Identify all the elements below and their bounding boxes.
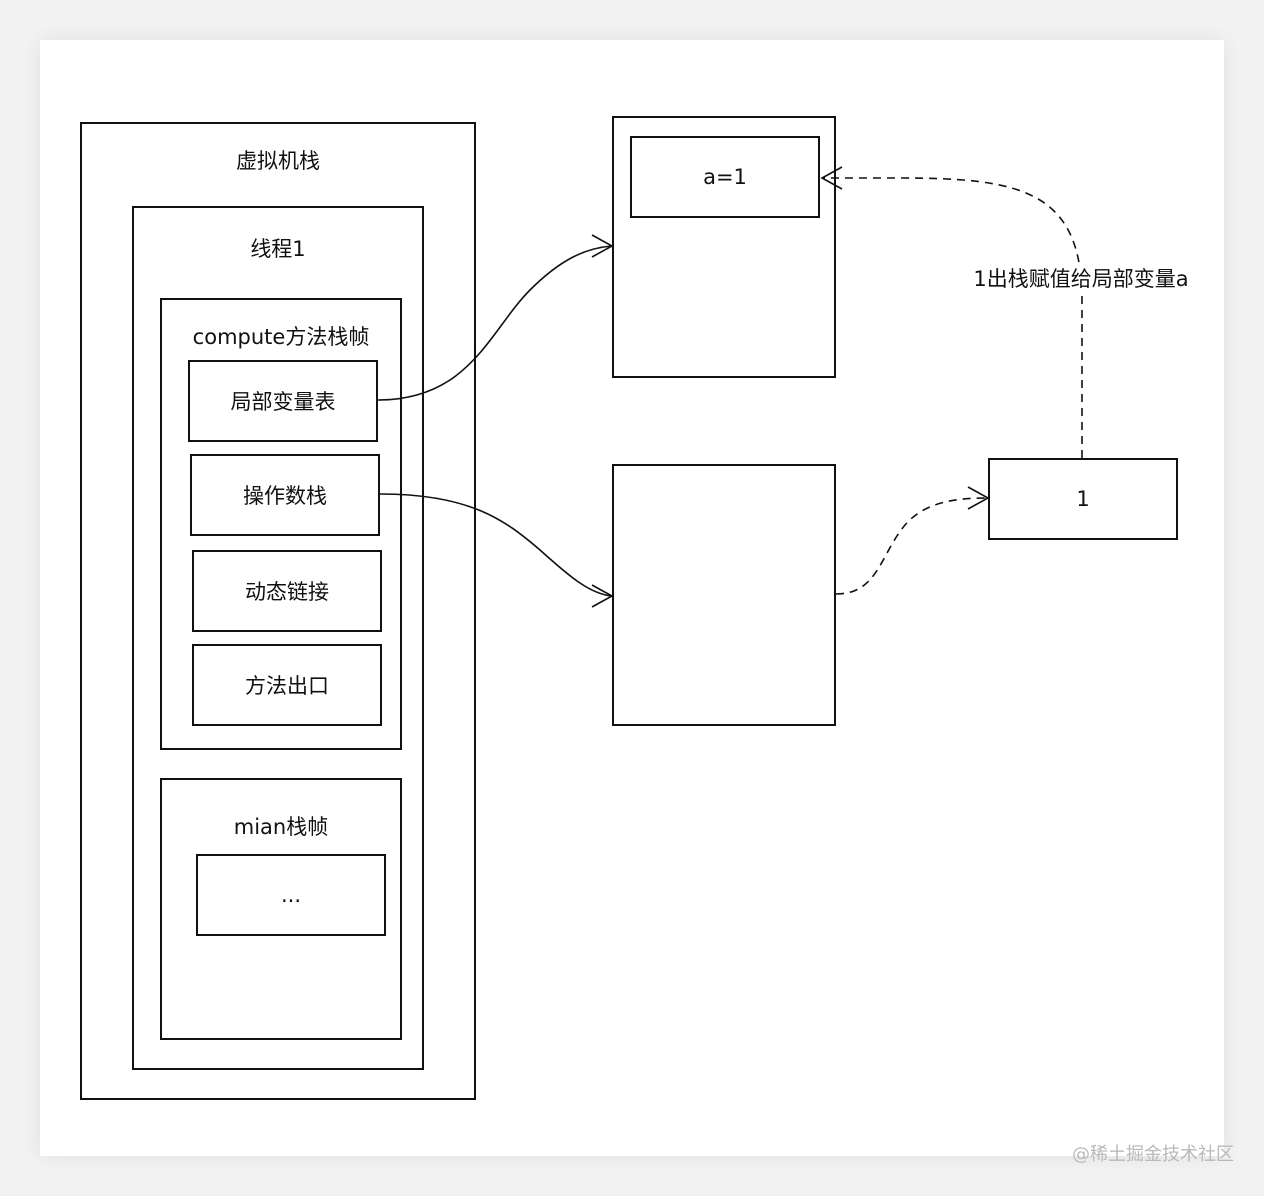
compute-frame-label: compute方法栈帧 xyxy=(192,325,370,349)
local-variable-a-value: a=1 xyxy=(703,165,747,189)
local-variable-table-box: 局部变量表 xyxy=(188,360,378,442)
method-exit-label: 方法出口 xyxy=(245,674,329,698)
thread-label: 线程1 xyxy=(250,237,306,261)
thread-box xyxy=(132,206,424,1070)
local-variable-table-label: 局部变量表 xyxy=(230,390,336,414)
method-exit-box: 方法出口 xyxy=(192,644,382,726)
watermark: @稀土掘金技术社区 xyxy=(1072,1144,1234,1165)
main-frame-label: mian栈帧 xyxy=(233,815,329,839)
main-frame-box xyxy=(160,778,402,1040)
main-frame-content: ... xyxy=(280,883,302,907)
jvm-stack-box xyxy=(80,122,476,1100)
assign-note: 1出栈赋值给局部变量a xyxy=(958,266,1204,292)
dynamic-linking-label: 动态链接 xyxy=(245,580,329,604)
operand-stack-label: 操作数栈 xyxy=(243,484,327,508)
local-variable-a-cell: a=1 xyxy=(630,136,820,218)
dynamic-linking-box: 动态链接 xyxy=(192,550,382,632)
main-frame-content-box: ... xyxy=(196,854,386,936)
jvm-stack-label: 虚拟机栈 xyxy=(236,149,320,173)
operand-stack-box: 操作数栈 xyxy=(190,454,380,536)
operand-value-box: 1 xyxy=(988,458,1178,540)
operand-value-label: 1 xyxy=(1076,487,1090,511)
operand-stack-detail-box xyxy=(612,464,836,726)
